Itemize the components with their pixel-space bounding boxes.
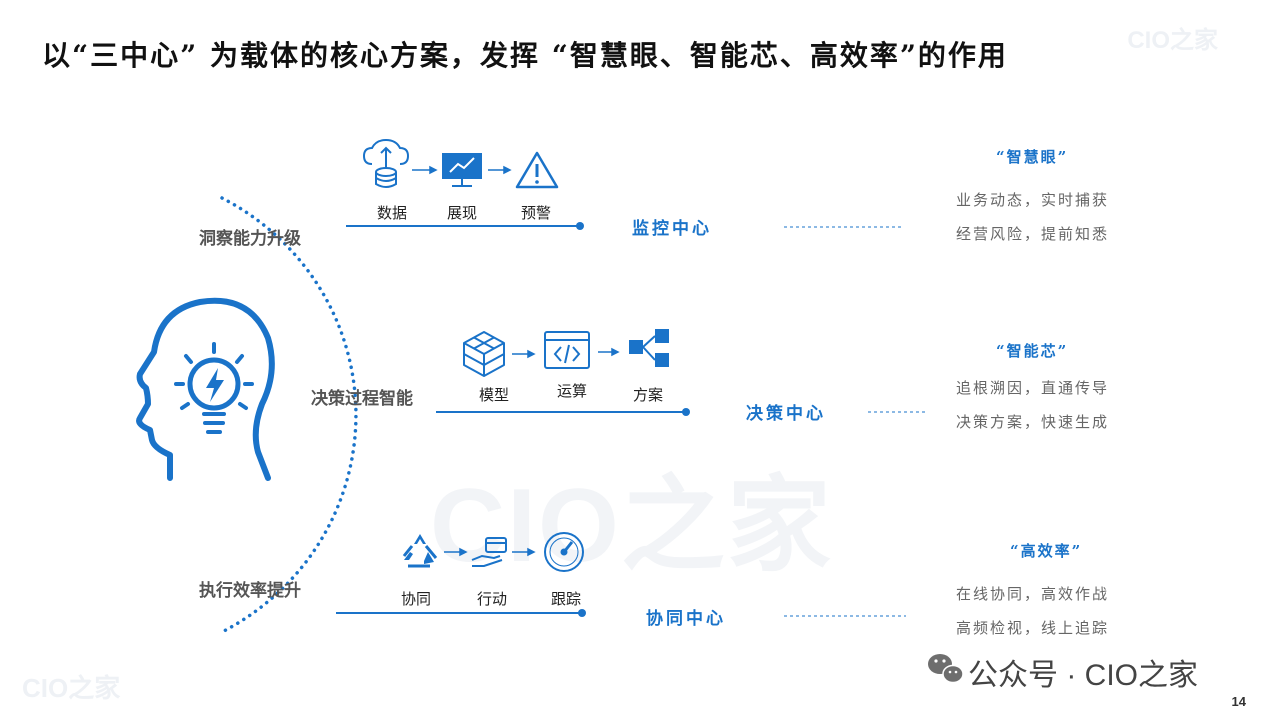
description-line: 高频检视，线上追踪 (956, 619, 1110, 637)
side-label-insight: 洞察能力升级 (199, 229, 301, 249)
side-label-decision: 决策过程智能 (311, 389, 413, 409)
dotted-arc (220, 196, 358, 634)
wechat-icon (928, 654, 964, 684)
row1-connector (346, 222, 584, 230)
row2-arrows (512, 347, 620, 359)
row3-connector (336, 609, 586, 617)
dashboard-monitor-icon (442, 153, 482, 187)
side-label-execution: 执行效率提升 (199, 581, 301, 601)
step-label: 预警 (520, 204, 551, 222)
code-window-icon (544, 331, 590, 369)
description-block-decision: 追根溯因，直通传导 决策方案，快速生成 (956, 371, 1109, 439)
step-label: 数据 (376, 204, 407, 222)
step-label: 方案 (632, 386, 663, 404)
quote-high-efficiency: “高效率” (1010, 542, 1083, 560)
warning-triangle-icon (515, 151, 559, 189)
recycle-collaboration-icon (402, 534, 438, 568)
description-line: 业务动态，实时捕获 (956, 191, 1110, 209)
row2-connector (436, 408, 690, 416)
description-line: 经营风险，提前知悉 (956, 225, 1110, 243)
quote-smart-eye: “智慧眼” (996, 148, 1069, 166)
row3-arrows (444, 547, 536, 557)
description-line: 决策方案，快速生成 (956, 413, 1110, 431)
watermark-top: CIO之家 (1127, 27, 1218, 54)
quote-smart-core: “智能芯” (996, 342, 1069, 360)
center-name-decision: 决策中心 (746, 404, 826, 424)
page-number: 14 (1231, 694, 1246, 709)
hierarchy-icon (629, 329, 669, 367)
speedometer-icon (544, 532, 584, 572)
wechat-account-label: 公众号 · CIO之家 (928, 650, 1198, 694)
step-label: 运算 (556, 382, 587, 400)
step-label: 行动 (476, 590, 507, 608)
center-name-collaboration: 协同中心 (646, 609, 726, 629)
page-title: 以“三中心” 为载体的核心方案，发挥 “智慧眼、智能芯、高效率”的作用 (42, 39, 1008, 72)
lightning-icon (206, 368, 224, 402)
step-label: 模型 (478, 386, 509, 404)
cloud-database-icon (362, 138, 410, 188)
step-label: 跟踪 (550, 590, 581, 608)
center-name-monitor: 监控中心 (632, 219, 712, 239)
wechat-account-text: 公众号 · CIO之家 (968, 659, 1198, 692)
step-label: 展现 (446, 204, 477, 222)
description-line: 追根溯因，直通传导 (956, 379, 1110, 397)
step-label: 协同 (400, 590, 431, 608)
cube-model-icon (463, 331, 505, 377)
description-block-collaboration: 在线协同，高效作战 高频检视，线上追踪 (956, 577, 1109, 645)
row1-arrows (412, 165, 512, 175)
watermark-center: CIO之家 (430, 468, 833, 584)
description-line: 在线协同，高效作战 (956, 585, 1110, 603)
watermark-bottom-left: CIO之家 (22, 673, 121, 703)
head-lightbulb-icon (136, 297, 275, 481)
description-block-monitor: 业务动态，实时捕获 经营风险，提前知悉 (956, 183, 1109, 251)
hand-card-icon (471, 537, 507, 567)
